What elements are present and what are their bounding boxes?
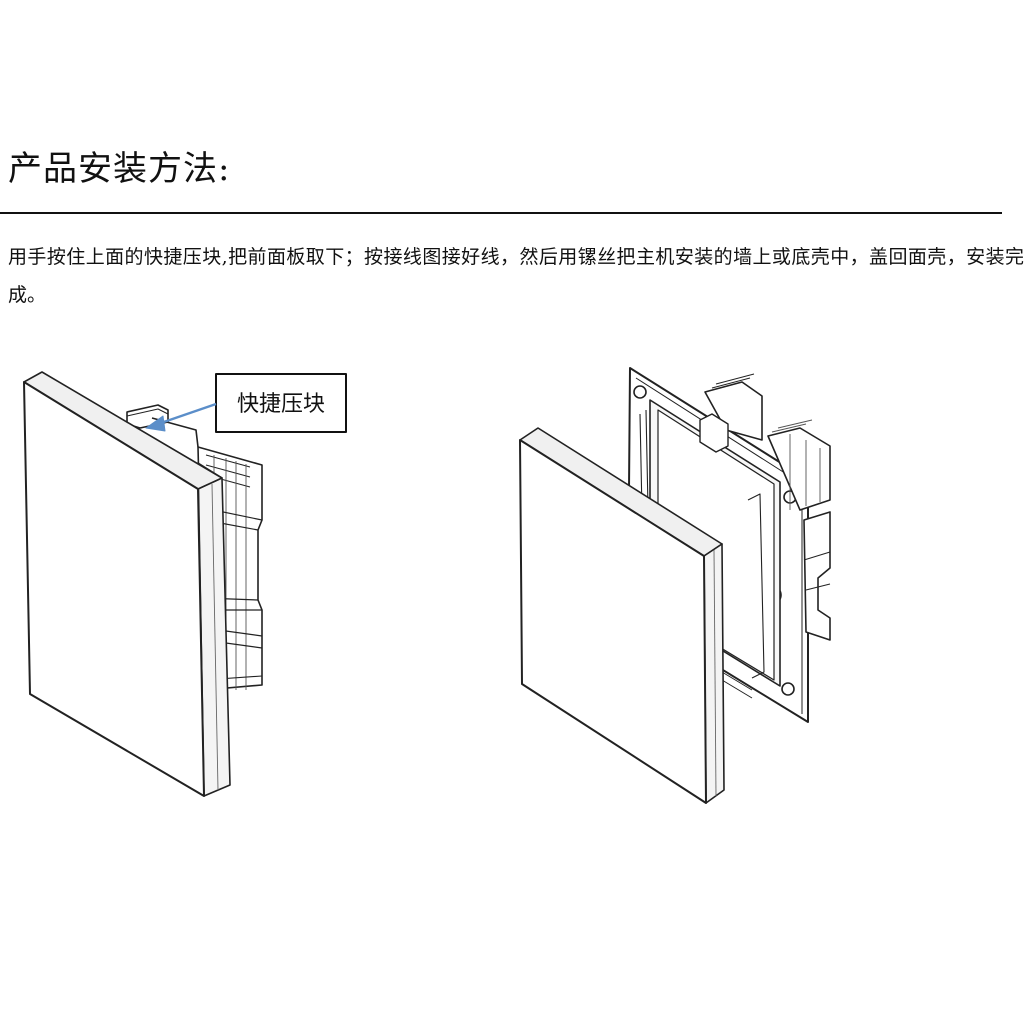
callout-box [215,373,347,433]
page-title: 产品安装方法: [8,149,231,189]
assembled-device-drawing [23,371,263,797]
callout-label: 快捷压块 [237,392,325,417]
title-divider [0,212,1002,214]
quick-press-block-callout: 快捷压块 [145,373,347,433]
callout-arrowhead-icon [145,415,166,432]
installation-instructions: 用手按住上面的快捷压块,把前面板取下；按接线图接好线，然后用镙丝把主机安装的墙上… [8,246,1024,306]
exploded-device-drawing [519,367,831,804]
installation-illustration: 快捷压块 [23,367,831,804]
callout-arrow-shaft [157,402,217,426]
